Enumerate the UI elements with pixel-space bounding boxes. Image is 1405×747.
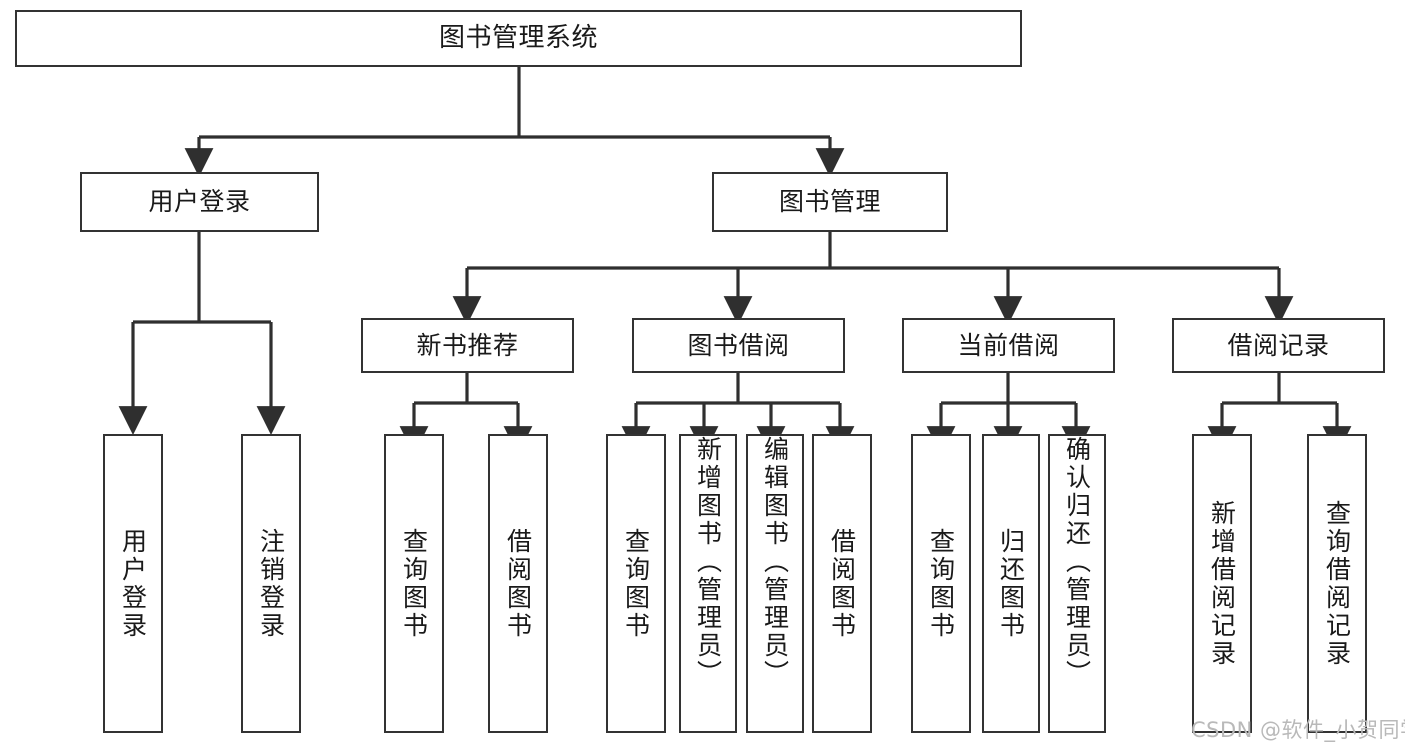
node-leaf-logout-label: 注销登录 xyxy=(256,527,286,640)
node-leaf-query-book-1[interactable]: 查询图书 xyxy=(384,434,444,733)
node-borrow-record[interactable]: 借阅记录 xyxy=(1172,318,1385,373)
node-leaf-add-record[interactable]: 新增借阅记录 xyxy=(1192,434,1252,733)
node-leaf-return-book-label: 归还图书 xyxy=(996,527,1026,640)
node-leaf-user-login[interactable]: 用户登录 xyxy=(103,434,163,733)
node-leaf-query-book-3[interactable]: 查询图书 xyxy=(911,434,971,733)
node-leaf-borrow-book-1-label: 借阅图书 xyxy=(503,527,533,640)
node-leaf-edit-book[interactable]: 编辑图书（管理员） xyxy=(746,434,804,733)
node-book-manage[interactable]: 图书管理 xyxy=(712,172,948,232)
node-root-system-label: 图书管理系统 xyxy=(438,23,598,54)
node-root-system[interactable]: 图书管理系统 xyxy=(15,10,1022,67)
csdn-watermark: CSDN @软件_小贺同学 xyxy=(1191,718,1405,742)
node-leaf-confirm-return-label: 确认归还（管理员） xyxy=(1062,436,1092,688)
node-leaf-add-book[interactable]: 新增图书（管理员） xyxy=(679,434,737,733)
node-leaf-confirm-return[interactable]: 确认归还（管理员） xyxy=(1048,434,1106,733)
node-leaf-edit-book-label: 编辑图书（管理员） xyxy=(760,436,790,688)
node-leaf-add-record-label: 新增借阅记录 xyxy=(1207,499,1237,668)
node-leaf-query-record-label: 查询借阅记录 xyxy=(1322,499,1352,668)
node-leaf-add-book-label: 新增图书（管理员） xyxy=(693,436,723,688)
node-book-manage-label: 图书管理 xyxy=(778,187,881,217)
node-leaf-query-book-2[interactable]: 查询图书 xyxy=(606,434,666,733)
node-leaf-borrow-book-2-label: 借阅图书 xyxy=(827,527,857,640)
node-leaf-return-book[interactable]: 归还图书 xyxy=(982,434,1040,733)
node-book-borrow[interactable]: 图书借阅 xyxy=(632,318,845,373)
node-leaf-borrow-book-2[interactable]: 借阅图书 xyxy=(812,434,872,733)
node-leaf-query-book-2-label: 查询图书 xyxy=(621,527,651,640)
node-current-borrow[interactable]: 当前借阅 xyxy=(902,318,1115,373)
node-new-book-rec-label: 新书推荐 xyxy=(416,330,519,360)
node-leaf-logout[interactable]: 注销登录 xyxy=(241,434,301,733)
node-leaf-query-book-3-label: 查询图书 xyxy=(926,527,956,640)
node-leaf-query-record[interactable]: 查询借阅记录 xyxy=(1307,434,1367,733)
node-current-borrow-label: 当前借阅 xyxy=(957,330,1060,360)
node-book-borrow-label: 图书借阅 xyxy=(687,330,790,360)
node-leaf-borrow-book-1[interactable]: 借阅图书 xyxy=(488,434,548,733)
node-user-login[interactable]: 用户登录 xyxy=(80,172,319,232)
node-user-login-label: 用户登录 xyxy=(148,187,251,217)
node-borrow-record-label: 借阅记录 xyxy=(1227,330,1330,360)
node-leaf-user-login-label: 用户登录 xyxy=(118,527,148,640)
node-new-book-rec[interactable]: 新书推荐 xyxy=(361,318,574,373)
node-leaf-query-book-1-label: 查询图书 xyxy=(399,527,429,640)
